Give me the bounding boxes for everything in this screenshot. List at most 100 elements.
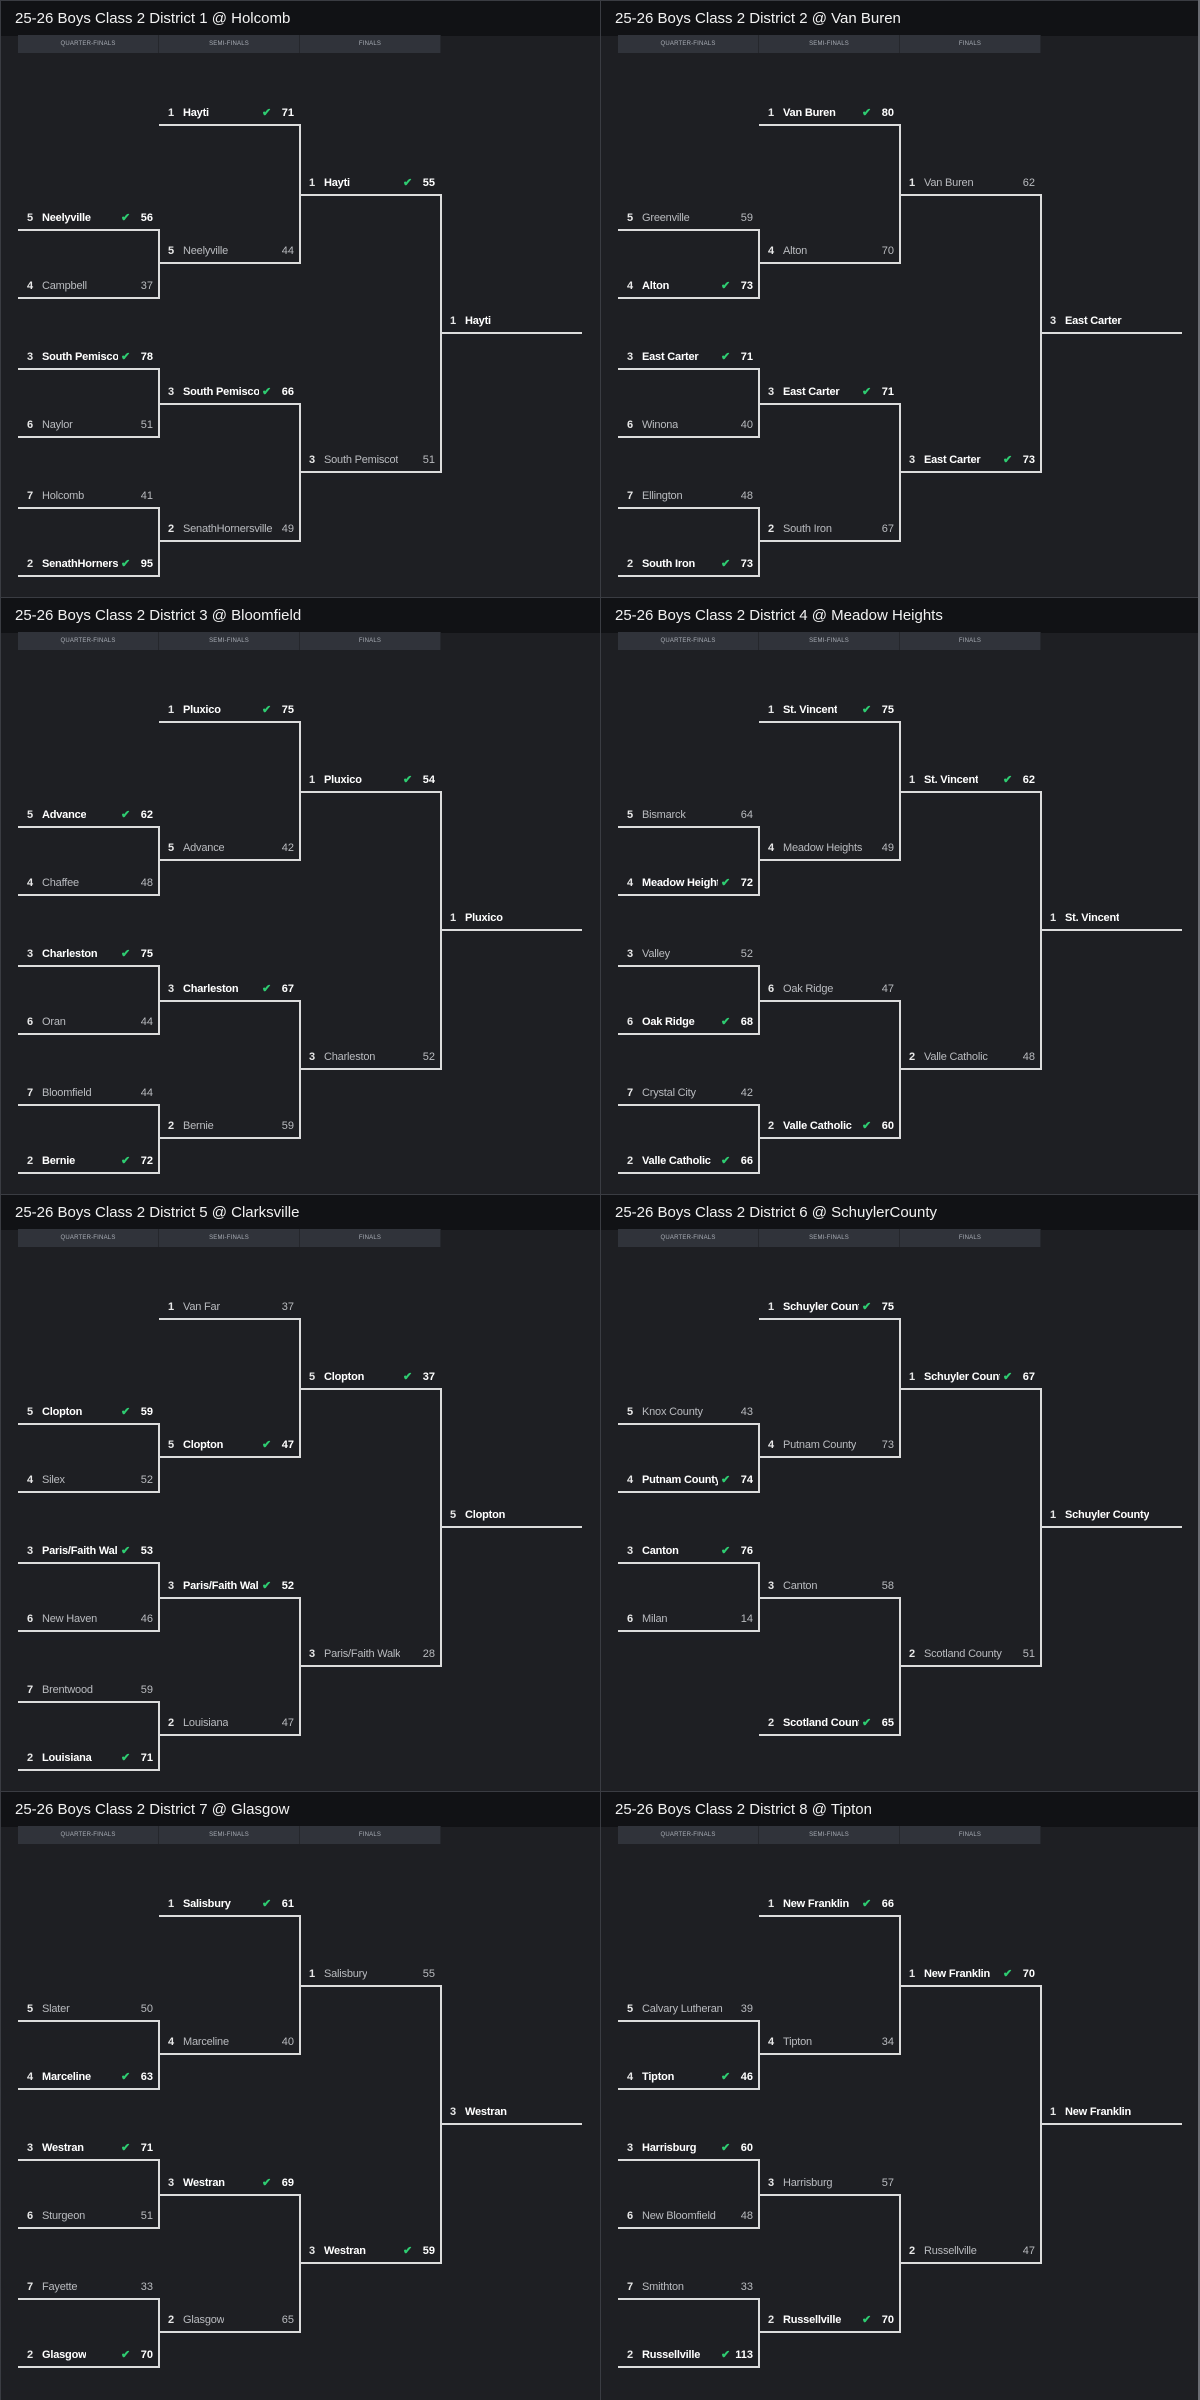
team-slot[interactable]: 2Glasgow65 — [159, 2311, 300, 2333]
team-slot[interactable]: 3Paris/Faith Walk✔53 — [18, 1542, 159, 1564]
team-slot[interactable]: 4Putnam County73 — [759, 1436, 900, 1458]
team-slot[interactable]: 5Neelyville✔56 — [18, 209, 159, 231]
team-slot[interactable]: 7Crystal City42 — [618, 1084, 759, 1106]
team-slot[interactable]: 7Ellington48 — [618, 487, 759, 509]
team-slot[interactable]: 1Hayti✔55 — [300, 174, 441, 196]
team-slot[interactable]: 6New Haven46 — [18, 1610, 159, 1632]
team-slot[interactable]: 5Slater50 — [18, 2000, 159, 2022]
team-slot[interactable]: 3Westran✔59 — [300, 2242, 441, 2264]
team-slot[interactable]: 6Oak Ridge47 — [759, 980, 900, 1002]
team-slot[interactable]: 2Russellville✔70 — [759, 2311, 900, 2333]
team-slot[interactable]: 2Russellville47 — [900, 2242, 1041, 2264]
team-slot[interactable]: 7Brentwood59 — [18, 1681, 159, 1703]
team-slot[interactable]: 3Valley52 — [618, 945, 759, 967]
team-slot[interactable]: 6Milan14 — [618, 1610, 759, 1632]
team-slot[interactable]: 4Meadow Heights✔72 — [618, 874, 759, 896]
team-slot[interactable]: 5Advance✔62 — [18, 806, 159, 828]
team-slot[interactable]: 3East Carter — [1041, 312, 1182, 334]
team-slot[interactable]: 3Westran✔69 — [159, 2174, 300, 2196]
team-slot[interactable]: 3Harrisburg57 — [759, 2174, 900, 2196]
team-slot[interactable]: 7Holcomb41 — [18, 487, 159, 509]
team-slot[interactable]: 4Marceline✔63 — [18, 2068, 159, 2090]
team-slot[interactable]: 3East Carter✔71 — [759, 383, 900, 405]
team-slot[interactable]: 2Scotland County51 — [900, 1645, 1041, 1667]
team-slot[interactable]: 6Sturgeon51 — [18, 2207, 159, 2229]
team-slot[interactable]: 3Westran — [441, 2103, 582, 2125]
team-slot[interactable]: 4Silex52 — [18, 1471, 159, 1493]
team-slot[interactable]: 1Van Buren✔80 — [759, 104, 900, 126]
team-slot[interactable]: 5Clopton — [441, 1506, 582, 1528]
team-slot[interactable]: 1Pluxico — [441, 909, 582, 931]
team-slot[interactable]: 1Salisbury✔61 — [159, 1895, 300, 1917]
team-slot[interactable]: 3South Pemiscot51 — [300, 451, 441, 473]
team-slot[interactable]: 5Clopton✔47 — [159, 1436, 300, 1458]
team-slot[interactable]: 5Neelyville44 — [159, 242, 300, 264]
team-slot[interactable]: 4Alton✔73 — [618, 277, 759, 299]
team-slot[interactable]: 1Van Buren62 — [900, 174, 1041, 196]
team-slot[interactable]: 1Van Far37 — [159, 1298, 300, 1320]
team-slot[interactable]: 3East Carter✔71 — [618, 348, 759, 370]
team-slot[interactable]: 3Charleston52 — [300, 1048, 441, 1070]
team-slot[interactable]: 2Scotland County✔65 — [759, 1714, 900, 1736]
team-slot[interactable]: 3Paris/Faith Walk28 — [300, 1645, 441, 1667]
team-slot[interactable]: 2South Iron✔73 — [618, 555, 759, 577]
team-slot[interactable]: 4Tipton✔46 — [618, 2068, 759, 2090]
team-slot[interactable]: 4Tipton34 — [759, 2033, 900, 2055]
team-slot[interactable]: 2Valle Catholic✔66 — [618, 1152, 759, 1174]
team-slot[interactable]: 5Clopton✔59 — [18, 1403, 159, 1425]
team-slot[interactable]: 3South Pemiscot✔66 — [159, 383, 300, 405]
team-slot[interactable]: 4Campbell37 — [18, 277, 159, 299]
team-slot[interactable]: 2Louisiana47 — [159, 1714, 300, 1736]
team-slot[interactable]: 5Knox County43 — [618, 1403, 759, 1425]
team-slot[interactable]: 1St. Vincent — [1041, 909, 1182, 931]
team-slot[interactable]: 1Hayti✔71 — [159, 104, 300, 126]
team-slot[interactable]: 2SenathHornersville✔95 — [18, 555, 159, 577]
team-slot[interactable]: 7Smithton33 — [618, 2278, 759, 2300]
team-slot[interactable]: 5Calvary Lutheran39 — [618, 2000, 759, 2022]
team-slot[interactable]: 2Valle Catholic48 — [900, 1048, 1041, 1070]
team-slot[interactable]: 5Greenville59 — [618, 209, 759, 231]
team-slot[interactable]: 5Clopton✔37 — [300, 1368, 441, 1390]
team-slot[interactable]: 3Westran✔71 — [18, 2139, 159, 2161]
team-slot[interactable]: 1St. Vincent✔75 — [759, 701, 900, 723]
team-slot[interactable]: 7Bloomfield44 — [18, 1084, 159, 1106]
team-slot[interactable]: 1New Franklin✔70 — [900, 1965, 1041, 1987]
team-slot[interactable]: 4Meadow Heights49 — [759, 839, 900, 861]
team-slot[interactable]: 6New Bloomfield48 — [618, 2207, 759, 2229]
team-slot[interactable]: 3Canton58 — [759, 1577, 900, 1599]
team-slot[interactable]: 6Oran44 — [18, 1013, 159, 1035]
team-slot[interactable]: 1Pluxico✔54 — [300, 771, 441, 793]
team-slot[interactable]: 4Putnam County✔74 — [618, 1471, 759, 1493]
team-slot[interactable]: 2Valle Catholic✔60 — [759, 1117, 900, 1139]
team-slot[interactable]: 1Hayti — [441, 312, 582, 334]
team-slot[interactable]: 1St. Vincent✔62 — [900, 771, 1041, 793]
team-slot[interactable]: 3East Carter✔73 — [900, 451, 1041, 473]
team-slot[interactable]: 1Schuyler County✔75 — [759, 1298, 900, 1320]
team-slot[interactable]: 2Glasgow✔70 — [18, 2346, 159, 2368]
team-slot[interactable]: 1New Franklin — [1041, 2103, 1182, 2125]
team-slot[interactable]: 4Alton70 — [759, 242, 900, 264]
team-slot[interactable]: 1Salisbury55 — [300, 1965, 441, 1987]
team-slot[interactable]: 6Winona40 — [618, 416, 759, 438]
team-slot[interactable]: 1New Franklin✔66 — [759, 1895, 900, 1917]
team-slot[interactable]: 4Marceline40 — [159, 2033, 300, 2055]
team-slot[interactable]: 5Bismarck64 — [618, 806, 759, 828]
team-slot[interactable]: 3Harrisburg✔60 — [618, 2139, 759, 2161]
team-slot[interactable]: 1Pluxico✔75 — [159, 701, 300, 723]
team-slot[interactable]: 5Advance42 — [159, 839, 300, 861]
team-slot[interactable]: 2Russellville✔113 — [618, 2346, 759, 2368]
team-slot[interactable]: 3South Pemiscot✔78 — [18, 348, 159, 370]
team-slot[interactable]: 1Schuyler County — [1041, 1506, 1182, 1528]
team-slot[interactable]: 3Charleston✔67 — [159, 980, 300, 1002]
team-slot[interactable]: 1Schuyler County✔67 — [900, 1368, 1041, 1390]
team-slot[interactable]: 7Fayette33 — [18, 2278, 159, 2300]
team-slot[interactable]: 2Bernie✔72 — [18, 1152, 159, 1174]
team-slot[interactable]: 2Louisiana✔71 — [18, 1749, 159, 1771]
team-slot[interactable]: 2South Iron67 — [759, 520, 900, 542]
team-slot[interactable]: 4Chaffee48 — [18, 874, 159, 896]
team-slot[interactable]: 3Canton✔76 — [618, 1542, 759, 1564]
team-slot[interactable]: 6Oak Ridge✔68 — [618, 1013, 759, 1035]
team-slot[interactable]: 3Paris/Faith Walk✔52 — [159, 1577, 300, 1599]
team-slot[interactable]: 6Naylor51 — [18, 416, 159, 438]
team-slot[interactable]: 3Charleston✔75 — [18, 945, 159, 967]
